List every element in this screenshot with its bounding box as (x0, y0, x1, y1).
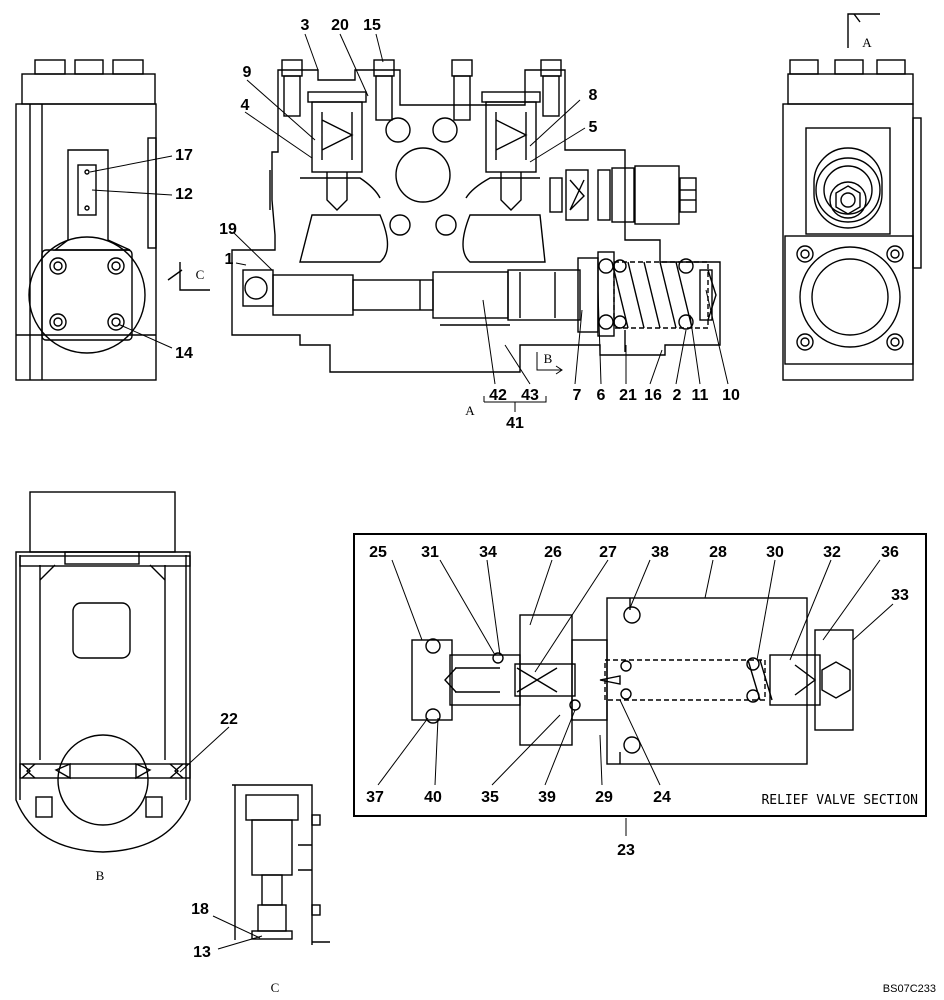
callout-42: 42 (489, 387, 507, 404)
callout-14: 14 (175, 345, 193, 362)
main-front-view (231, 59, 721, 373)
view-b (15, 491, 191, 853)
leader-lines (89, 33, 894, 950)
callout-15: 15 (363, 17, 381, 34)
view-marker-c: C (196, 267, 205, 282)
relief-valve-section (353, 533, 927, 817)
view-marker-b: B (544, 351, 553, 366)
callout-12: 12 (175, 186, 193, 203)
callout-8: 8 (589, 87, 598, 104)
view-label-b: B (96, 868, 105, 883)
callout-35: 35 (481, 789, 499, 806)
view-marker-a-main: A (465, 403, 475, 418)
callout-25: 25 (369, 544, 387, 561)
callout-39: 39 (538, 789, 556, 806)
callout-21: 21 (619, 387, 637, 404)
callout-6: 6 (597, 387, 606, 404)
left-side-view (15, 59, 210, 381)
callout-24: 24 (653, 789, 671, 806)
relief-valve-caption: RELIEF VALVE SECTION (761, 793, 918, 808)
view-label-c: C (271, 980, 280, 995)
right-side-view (782, 13, 922, 381)
callout-26: 26 (544, 544, 562, 561)
callout-9: 9 (243, 64, 252, 81)
callout-41: 41 (506, 415, 524, 432)
view-marker-a-top: A (862, 35, 872, 50)
callout-18: 18 (191, 901, 209, 918)
callout-37: 37 (366, 789, 384, 806)
callout-32: 32 (823, 544, 841, 561)
callout-43: 43 (521, 387, 539, 404)
callout-19: 19 (219, 221, 237, 238)
callout-23: 23 (617, 842, 635, 859)
callout-40: 40 (424, 789, 442, 806)
view-arrow-b (536, 352, 563, 375)
callout-27: 27 (599, 544, 617, 561)
callout-34: 34 (479, 544, 497, 561)
callout-17: 17 (175, 147, 193, 164)
callout-28: 28 (709, 544, 727, 561)
callout-30: 30 (766, 544, 784, 561)
callout-16: 16 (644, 387, 662, 404)
callout-31: 31 (421, 544, 439, 561)
callout-10: 10 (722, 387, 740, 404)
callout-22: 22 (220, 711, 238, 728)
callout-3: 3 (301, 17, 310, 34)
callout-33: 33 (891, 587, 909, 604)
callout-36: 36 (881, 544, 899, 561)
callout-4: 4 (241, 97, 250, 114)
callout-13: 13 (193, 944, 211, 961)
callout-38: 38 (651, 544, 669, 561)
drawing-code: BS07C233 (883, 983, 936, 995)
callout-7: 7 (573, 387, 582, 404)
callout-20: 20 (331, 17, 349, 34)
callout-29: 29 (595, 789, 613, 806)
callout-1: 1 (225, 251, 234, 268)
callout-11: 11 (692, 387, 709, 404)
callout-2: 2 (673, 387, 682, 404)
callout-5: 5 (589, 119, 598, 136)
view-c (232, 784, 330, 945)
